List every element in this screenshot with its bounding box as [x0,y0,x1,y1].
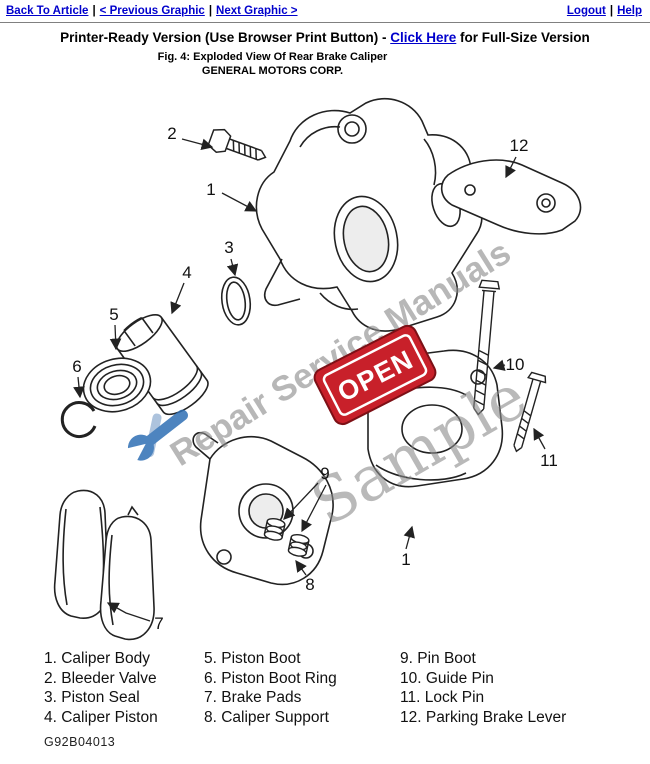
printer-ready-title: Printer-Ready Version (Use Browser Print… [0,30,650,45]
callout-7: 7 [154,614,163,633]
legend-item: 4. Caliper Piston [44,708,158,726]
piston-seal-part [220,276,252,326]
callout-8: 8 [305,575,314,594]
parking-brake-lever-part [440,159,582,235]
legend-item: 12. Parking Brake Lever [400,708,567,726]
legend-item: 2. Bleeder Valve [44,669,157,687]
parts-legend: 1. Caliper Body 2. Bleeder Valve 3. Pist… [44,649,650,727]
callout-10: 10 [506,355,525,374]
next-graphic-link[interactable]: Next Graphic > [216,5,298,17]
open-sign: OPEN [313,324,437,426]
top-navigation: Back To Article|< Previous Graphic|Next … [0,0,650,23]
caliper-body-part [255,97,483,332]
caption-block: Fig. 4: Exploded View Of Rear Brake Cali… [0,51,545,77]
legend-item: 8. Caliper Support [204,708,329,726]
help-link[interactable]: Help [617,5,642,17]
nav-right: Logout|Help [567,5,642,17]
legend-column-1: 1. Caliper Body 2. Bleeder Valve 3. Pist… [44,649,204,727]
printer-ready-prefix: Printer-Ready Version (Use Browser Print… [60,30,391,45]
logout-link[interactable]: Logout [566,5,606,17]
figure-caption: Fig. 4: Exploded View Of Rear Brake Cali… [157,51,388,63]
callout-6: 6 [72,357,81,376]
previous-graphic-link[interactable]: < Previous Graphic [99,5,205,17]
callout-1-assembled: 1 [401,550,410,569]
callout-9: 9 [320,464,329,483]
caliper-support-part [192,431,334,586]
wrench-icon [122,409,189,466]
bleeder-valve-part [207,128,267,161]
full-size-version-link[interactable]: Click Here [390,30,457,45]
figure-code: G92B04013 [44,735,116,749]
callout-leader-lines [73,138,546,622]
nav-separator: | [92,5,96,17]
callout-2: 2 [167,124,176,143]
legend-column-2: 5. Piston Boot 6. Piston Boot Ring 7. Br… [204,649,400,727]
lock-pin-part [513,371,547,453]
nav-left: Back To Article|< Previous Graphic|Next … [6,5,298,17]
callout-numbers: 2 1 12 3 4 5 6 7 8 9 1 10 11 [72,124,558,633]
nav-separator: | [208,5,213,17]
callout-5: 5 [109,305,118,324]
manufacturer-name: GENERAL MOTORS CORP. [201,65,344,77]
legend-item: 1. Caliper Body [44,650,150,667]
legend-item: 5. Piston Boot [204,650,301,667]
callout-12: 12 [510,136,529,155]
printer-ready-suffix: for Full-Size Version [456,30,590,45]
piston-boot-ring-part [60,401,97,439]
exploded-view-diagram: Repair Service Manuals Sample OPEN 2 1 1… [53,97,582,641]
callout-4: 4 [182,263,191,282]
legend-item: 9. Pin Boot [400,650,476,667]
nav-separator: | [609,5,614,17]
legend-item: 3. Piston Seal [44,689,140,706]
callout-11: 11 [540,451,558,470]
back-to-article-link[interactable]: Back To Article [6,5,89,17]
legend-item: 7. Brake Pads [204,689,302,706]
callout-3: 3 [224,238,233,257]
legend-column-3: 9. Pin Boot 10. Guide Pin 11. Lock Pin 1… [400,649,566,727]
callout-1: 1 [206,180,215,199]
legend-item: 6. Piston Boot Ring [204,669,337,687]
legend-item: 11. Lock Pin [400,689,485,706]
pin-boots-part [263,517,310,557]
legend-item: 10. Guide Pin [400,669,494,687]
guide-pin-part [473,279,501,416]
